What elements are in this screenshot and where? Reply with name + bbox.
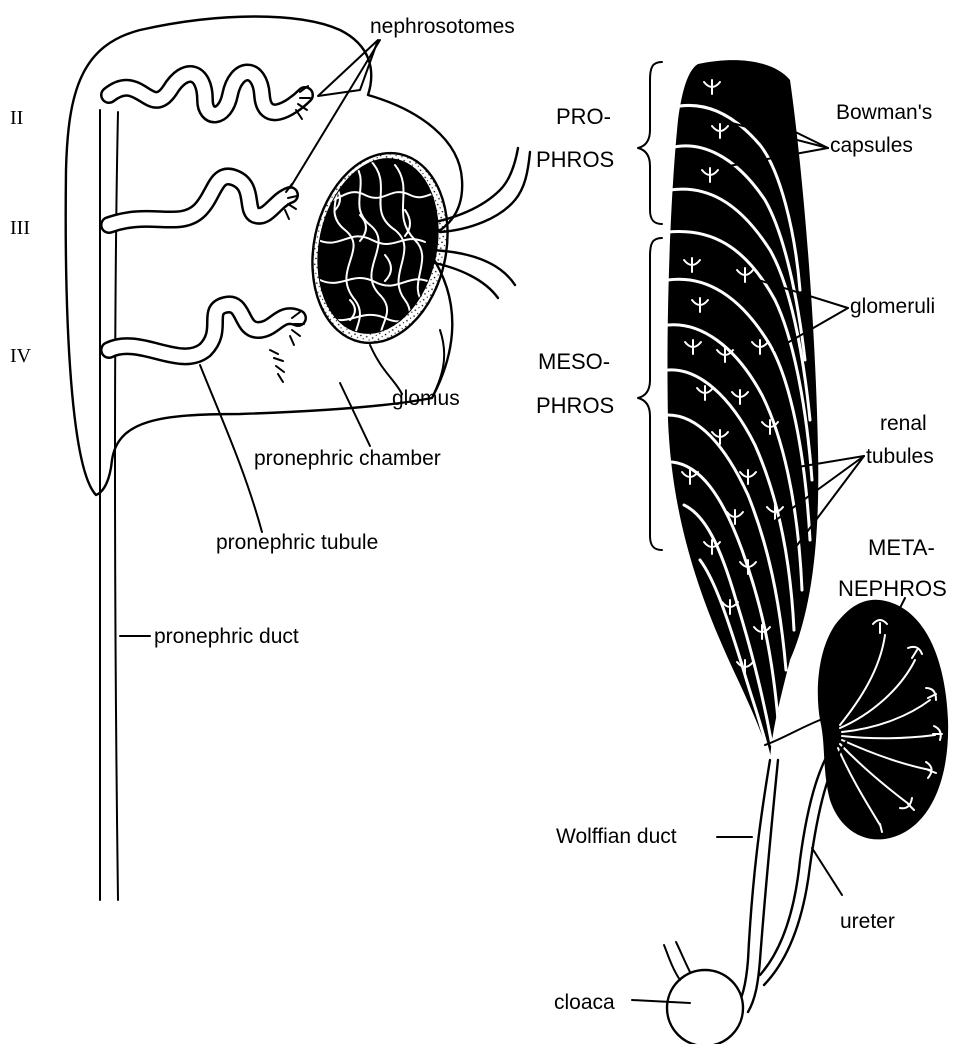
label-pronephric-tubule: pronephric tubule — [216, 531, 378, 554]
label-ureter: ureter — [840, 910, 895, 933]
label-pronephros-1: PRO- — [556, 104, 611, 129]
label-pronephric-duct: pronephric duct — [154, 625, 299, 648]
label-metanephros-2: NEPHROS — [838, 576, 947, 601]
bracket-mesonephros — [638, 238, 662, 550]
glomus — [295, 140, 464, 355]
pronephric-duct — [99, 110, 101, 900]
label-pronephric-chamber: pronephric chamber — [254, 447, 441, 470]
label-nephrosotomes: nephrosotomes — [370, 15, 515, 38]
segment-label-iv: IV — [10, 345, 32, 367]
kidney-series-drawing: PRO- PHROS MESO- PHROS META- NEPHROS Bow… — [536, 60, 948, 1044]
segment-label-ii: II — [10, 107, 23, 129]
label-cloaca: cloaca — [554, 991, 615, 1014]
nephrostome-funnels — [270, 86, 310, 382]
bracket-pronephros — [638, 62, 662, 224]
pronephros-drawing: II III IV nephrosotomes glomus pronephri… — [10, 15, 530, 900]
mesonephros-mass — [667, 60, 818, 760]
glomus-vessel-upper-2 — [440, 152, 530, 232]
label-pronephros-2: PHROS — [536, 147, 614, 172]
cloaca-circle — [667, 970, 743, 1044]
label-wolffian-duct: Wolffian duct — [556, 825, 677, 848]
leader-pronephric-tubule — [200, 365, 262, 532]
label-mesonephros-1: MESO- — [538, 349, 610, 374]
tubule-ii-lumen — [109, 73, 305, 115]
label-renal-2: tubules — [866, 445, 934, 468]
metanephros — [818, 600, 948, 840]
label-bowmans-1: Bowman's — [836, 101, 932, 124]
label-mesonephros-2: PHROS — [536, 393, 614, 418]
label-renal-1: renal — [880, 412, 927, 435]
label-glomeruli: glomeruli — [850, 295, 935, 318]
tubule-iv-lumen — [109, 304, 298, 356]
segment-label-iii: III — [10, 217, 30, 239]
leader-pronephric-chamber — [340, 383, 370, 446]
leader-ureter — [812, 848, 842, 895]
wolffian-duct — [735, 760, 770, 1010]
label-bowmans-2: capsules — [830, 134, 913, 157]
label-glomus: glomus — [392, 387, 460, 410]
label-metanephros-1: META- — [868, 535, 935, 560]
tubule-iii-lumen — [109, 176, 290, 225]
